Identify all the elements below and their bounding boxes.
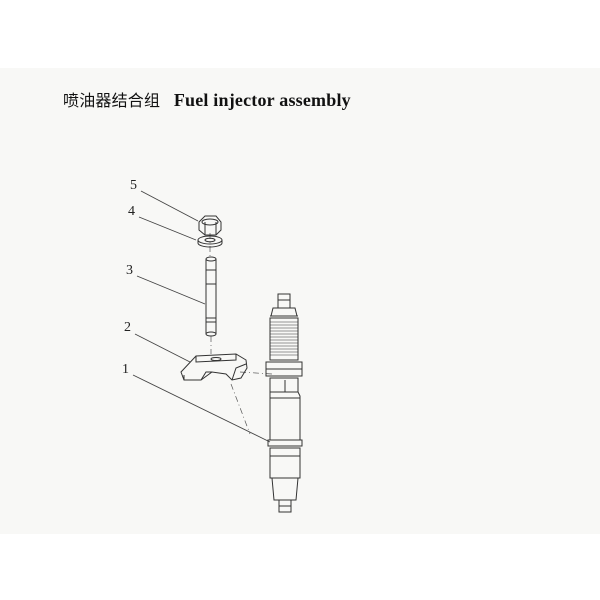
callout-number-5: 5 (130, 178, 137, 193)
title-chinese: 喷油器结合组 (63, 91, 161, 110)
callout-number-2: 2 (124, 320, 131, 335)
callout-number-4: 4 (128, 204, 135, 219)
diagram-title: 喷油器结合组 Fuel injector assembly (63, 87, 351, 111)
washer-part (197, 235, 223, 248)
leader-line-5 (140, 190, 199, 222)
leader-line-2 (134, 333, 191, 363)
centerline-clamp-injector (239, 371, 273, 375)
leader-line-4 (138, 216, 197, 241)
nut-part (198, 215, 222, 236)
leader-line-3 (136, 275, 206, 305)
title-english: Fuel injector assembly (173, 90, 351, 110)
leader-lines (132, 190, 271, 443)
centerline-clamp-down (230, 383, 251, 435)
leader-line-1 (132, 374, 271, 443)
clamp-part (180, 353, 248, 381)
center-lines (209, 233, 273, 435)
callout-number-1: 1 (122, 362, 129, 377)
callout-number-3: 3 (126, 263, 133, 278)
stud-part (205, 256, 217, 337)
fuel-injector-part (265, 293, 303, 513)
